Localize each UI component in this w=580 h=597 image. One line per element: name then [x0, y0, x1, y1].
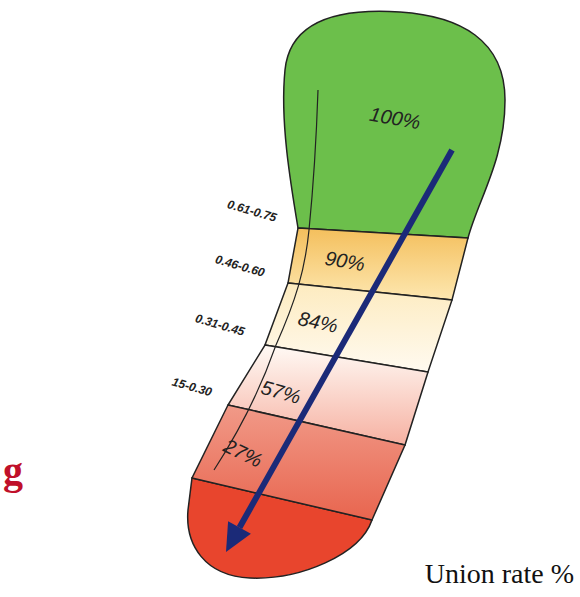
gradient-arrow-shaft: [240, 150, 453, 528]
cropped-heading: g: [3, 447, 23, 494]
gradient-arrow-head: [226, 521, 251, 552]
ratio-range: 0.46-0.60: [214, 252, 267, 279]
axis-caption: Union rate %: [425, 558, 574, 590]
ratio-range: 15-0.30: [171, 375, 214, 400]
union-zone-band: 100%: [278, 6, 510, 242]
ratio-range: 0.61-0.75: [226, 197, 279, 224]
ratio-range: 0.31-0.45: [194, 311, 247, 338]
